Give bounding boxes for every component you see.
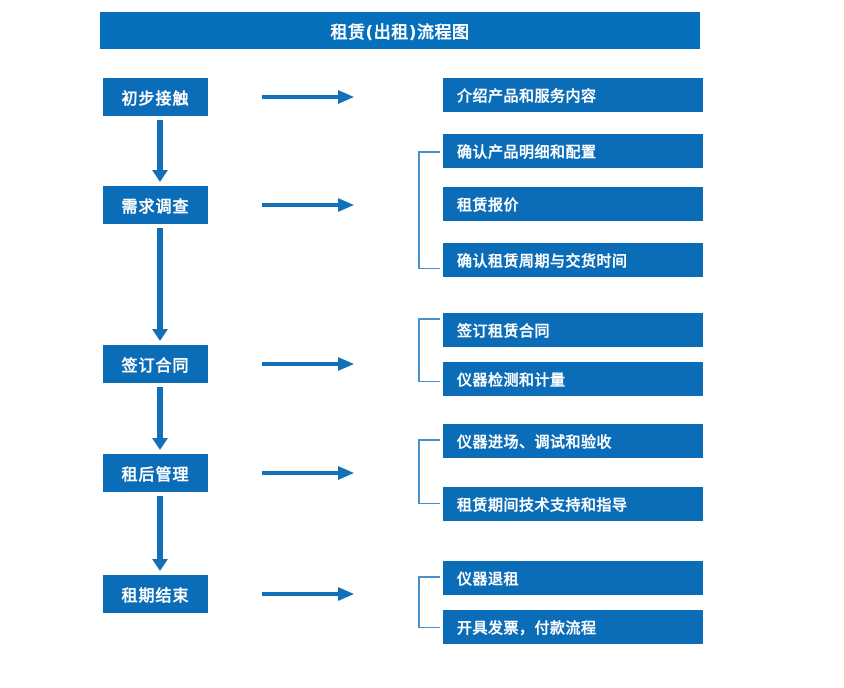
detail-box-instrument-installation[interactable]: 仪器进场、调试和验收	[443, 424, 703, 458]
right-arrow-icon-stage-4	[262, 466, 354, 480]
detail-box-rental-quote[interactable]: 租赁报价	[443, 187, 703, 221]
group-bracket-lease-end	[418, 576, 440, 628]
right-arrow-icon-stage-3	[262, 357, 354, 371]
detail-box-technical-support[interactable]: 租赁期间技术支持和指导	[443, 487, 703, 521]
detail-box-confirm-period-delivery[interactable]: 确认租赁周期与交货时间	[443, 243, 703, 277]
right-arrow-icon-stage-2	[262, 198, 354, 212]
stage-box-post-rental-management[interactable]: 租后管理	[103, 454, 208, 492]
stage-box-sign-contract[interactable]: 签订合同	[103, 345, 208, 383]
down-arrow-icon-contact-to-survey	[152, 120, 168, 182]
detail-box-confirm-product-details[interactable]: 确认产品明细和配置	[443, 134, 703, 168]
right-arrow-icon-stage-5	[262, 587, 354, 601]
detail-box-invoice-payment[interactable]: 开具发票，付款流程	[443, 610, 703, 644]
down-arrow-icon-contract-to-management	[152, 387, 168, 450]
detail-box-instrument-inspection[interactable]: 仪器检测和计量	[443, 362, 703, 396]
stage-box-needs-survey[interactable]: 需求调查	[103, 186, 208, 224]
stage-box-initial-contact[interactable]: 初步接触	[103, 78, 208, 116]
group-bracket-post-rental	[418, 439, 440, 504]
stage-box-lease-end[interactable]: 租期结束	[103, 575, 208, 613]
detail-box-sign-rental-contract[interactable]: 签订租赁合同	[443, 313, 703, 347]
detail-box-instrument-return[interactable]: 仪器退租	[443, 561, 703, 595]
down-arrow-icon-management-to-end	[152, 496, 168, 571]
down-arrow-icon-survey-to-contract	[152, 228, 168, 341]
right-arrow-icon-stage-1	[262, 90, 354, 104]
group-bracket-needs-survey	[418, 151, 440, 269]
group-bracket-sign-contract	[418, 318, 440, 382]
page-title: 租赁(出租)流程图	[100, 12, 700, 49]
detail-box-introduce-products[interactable]: 介绍产品和服务内容	[443, 78, 703, 112]
